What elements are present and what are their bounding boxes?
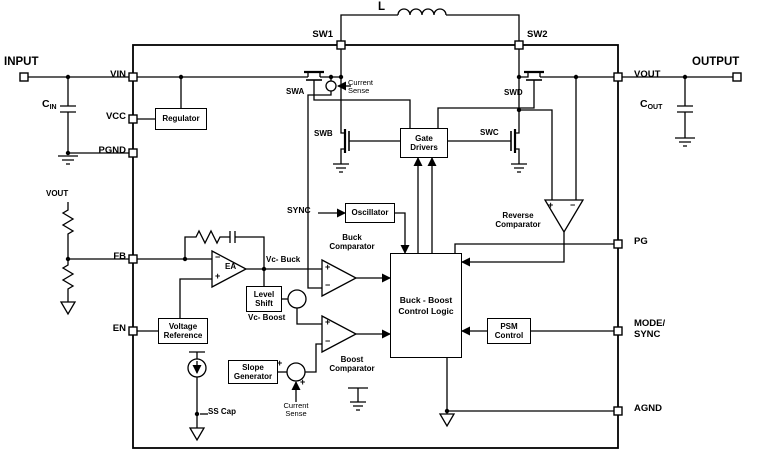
junction-dots xyxy=(65,74,688,417)
psm-control-block: PSM Control xyxy=(487,318,531,344)
swb-label: SWB xyxy=(314,129,333,138)
gate-drivers-block: Gate Drivers xyxy=(400,128,448,158)
transistor-swb-symbol xyxy=(333,77,400,173)
pin-fb-label: FB xyxy=(113,251,126,262)
cin-label: CIN xyxy=(42,98,57,111)
amplifier-symbols xyxy=(211,199,585,354)
soft-start-branch xyxy=(187,351,208,442)
buck-minus-mark: − xyxy=(325,280,331,290)
pin-agnd-label: AGND xyxy=(634,403,662,414)
pin-pg-square xyxy=(613,239,623,249)
boost-minus-mark: − xyxy=(325,336,331,346)
oscillator-block: Oscillator xyxy=(345,203,395,223)
current-sense-tap xyxy=(307,77,351,289)
ea-minus-mark: − xyxy=(215,252,221,262)
boost-plus-mark: + xyxy=(325,317,331,327)
inductor-branch xyxy=(340,8,520,41)
summing-plus-mark-1: + xyxy=(277,358,283,368)
vc-boost-label: Vc- Boost xyxy=(248,313,286,322)
pin-agnd-square xyxy=(613,406,623,416)
summing-plus-mark-2: + xyxy=(300,377,306,387)
pin-pg-label: PG xyxy=(634,236,648,247)
reverse-comparator-label: Reverse Comparator xyxy=(495,211,541,229)
pin-vout-label: VOUT xyxy=(634,69,661,80)
boost-comparator-triangle xyxy=(321,314,358,354)
wiring xyxy=(19,8,742,442)
pin-sw1-square xyxy=(336,40,346,50)
pin-vin-square xyxy=(128,72,138,82)
output-branch xyxy=(622,76,733,147)
buck-comparator-triangle xyxy=(321,258,358,298)
reverse-comparator-triangle xyxy=(543,199,585,234)
control-wiring xyxy=(137,77,614,442)
reverse-plus-mark: + xyxy=(548,200,554,210)
vout-sense-label: VOUT xyxy=(46,189,69,198)
feedback-divider xyxy=(59,202,129,316)
current-sense-top-label: Current Sense xyxy=(348,78,374,96)
ss-cap-label: SS Cap xyxy=(208,407,237,416)
pin-sw2-square xyxy=(514,40,524,50)
input-label: INPUT xyxy=(4,56,39,68)
boost-comparator-label: Boost Comparator xyxy=(329,355,375,373)
swd-label: SWD xyxy=(504,88,523,97)
input-terminal-square xyxy=(19,72,29,82)
regulator-block: Regulator xyxy=(155,108,207,130)
output-terminal-square xyxy=(732,72,742,82)
pin-pgnd-label: PGND xyxy=(98,145,126,156)
transistor-swa-symbol xyxy=(304,70,411,128)
error-amplifier-label: EA xyxy=(225,262,237,271)
slope-generator-block: Slope Generator xyxy=(228,360,278,384)
current-sense-bottom-label: Current Sense xyxy=(283,401,309,419)
pin-fb-square xyxy=(128,254,138,264)
transistor-swd-symbol xyxy=(437,70,614,128)
swa-label: SWA xyxy=(286,87,305,96)
buck-plus-mark: + xyxy=(325,262,331,272)
pin-en-label: EN xyxy=(112,323,126,334)
reverse-minus-mark: − xyxy=(570,200,576,210)
inductor-label: L xyxy=(378,1,386,13)
pin-sw1-label: SW1 xyxy=(312,29,333,40)
buck-comparator-label: Buck Comparator xyxy=(329,233,375,251)
pin-vin-label: VIN xyxy=(110,69,126,80)
sync-label: SYNC xyxy=(287,205,311,215)
ea-plus-mark: + xyxy=(215,271,221,281)
level-shift-block: Level Shift xyxy=(246,286,282,312)
error-amplifier-triangle xyxy=(211,249,248,289)
pin-vcc-label: VCC xyxy=(105,111,126,122)
pin-squares xyxy=(19,40,742,416)
voltage-reference-block: Voltage Reference xyxy=(158,318,208,344)
control-logic-block: Buck - Boost Control Logic xyxy=(390,253,462,358)
pin-vout-square xyxy=(613,72,623,82)
pin-mode-sync-square xyxy=(613,326,623,336)
output-label: OUTPUT xyxy=(692,56,740,68)
pin-en-square xyxy=(128,326,138,336)
swc-label: SWC xyxy=(480,128,499,137)
input-branch xyxy=(28,76,129,165)
vc-buck-label: Vc- Buck xyxy=(266,255,301,264)
cout-label: COUT xyxy=(640,98,663,111)
pin-pgnd-square xyxy=(128,148,138,158)
power-stage xyxy=(137,49,614,289)
pin-mode-sync-label: MODE/ SYNC xyxy=(634,318,666,340)
level-shift-circle xyxy=(287,289,307,309)
inductor-symbol xyxy=(397,8,447,16)
pin-sw2-label: SW2 xyxy=(527,29,548,40)
pin-vcc-square xyxy=(128,114,138,124)
transistor-swc-symbol xyxy=(448,77,527,173)
